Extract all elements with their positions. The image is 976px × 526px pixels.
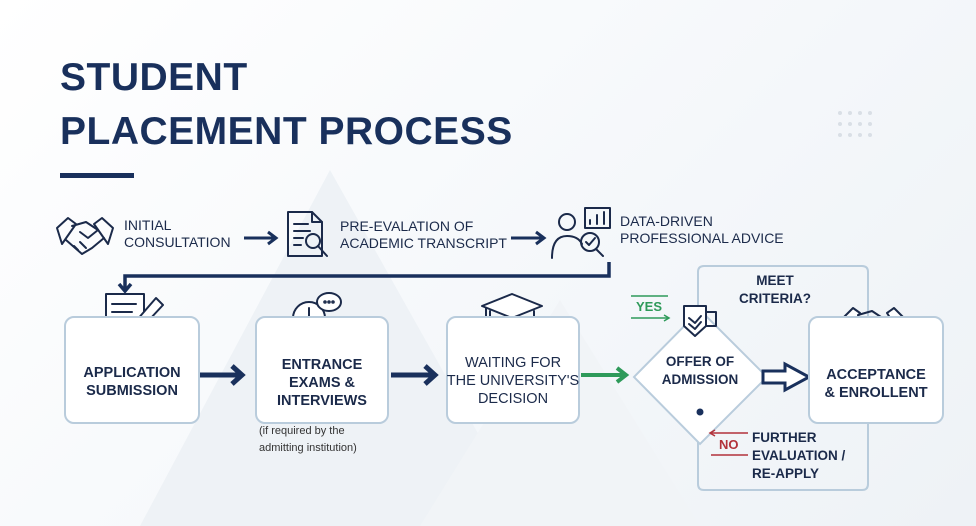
arrow-top-1 — [244, 230, 279, 246]
arrow-main-1 — [200, 364, 246, 386]
box-application — [64, 316, 200, 424]
shield-check-icon — [683, 305, 717, 337]
title-line-2: PLACEMENT PROCESS — [60, 110, 513, 153]
reapply-loop — [697, 424, 869, 491]
arrow-top-2 — [511, 230, 547, 246]
waiting-decision-label: WAITING FOR THE UNIVERSITY'S DECISION — [446, 355, 580, 407]
application-label: APPLICATION SUBMISSION — [83, 365, 181, 399]
box-entrance-exams — [255, 316, 389, 424]
yes-arrow-icon — [631, 295, 671, 322]
arrow-main-2 — [391, 364, 439, 386]
arrow-green — [581, 366, 630, 384]
offer-of-admission-label: OFFER OF ADMISSION — [661, 354, 739, 387]
decision-dot — [696, 408, 704, 416]
meet-criteria-label: MEET CRITERIA? — [739, 273, 811, 306]
further-evaluation-label: FURTHER EVALUATION / RE-APPLY — [752, 430, 846, 481]
advisor-icon — [551, 207, 611, 259]
entrance-exams-label: ENTRANCE EXAMS & INTERVIEWS — [277, 357, 367, 409]
dot-grid-decoration — [838, 111, 872, 137]
criteria-loop — [697, 265, 869, 316]
step-pre-evaluation: PRE-EVALATION OF ACADEMIC TRANSCRIPT — [340, 218, 507, 251]
arrow-down-connector — [117, 262, 611, 294]
no-label: NO — [719, 437, 739, 452]
yes-label: YES — [636, 299, 663, 314]
title-line-1: STUDENT — [60, 56, 248, 99]
box-acceptance — [808, 316, 944, 424]
handshake-icon — [56, 217, 114, 255]
decision-diamond — [632, 308, 769, 446]
hollow-arrow — [761, 361, 813, 393]
acceptance-label: ACCEPTANCE & ENROLLENT — [824, 367, 928, 401]
box-waiting-decision — [446, 316, 580, 424]
no-arrow-icon — [708, 429, 748, 456]
document-search-icon — [287, 211, 328, 257]
step-initial-consultation: INITIAL CONSULTATION — [124, 217, 231, 250]
entrance-exams-note: (if required by the admitting institutio… — [259, 425, 357, 454]
title-underline — [60, 173, 134, 178]
step-professional-advice: DATA-DRIVEN PROFESSIONAL ADVICE — [620, 213, 784, 246]
